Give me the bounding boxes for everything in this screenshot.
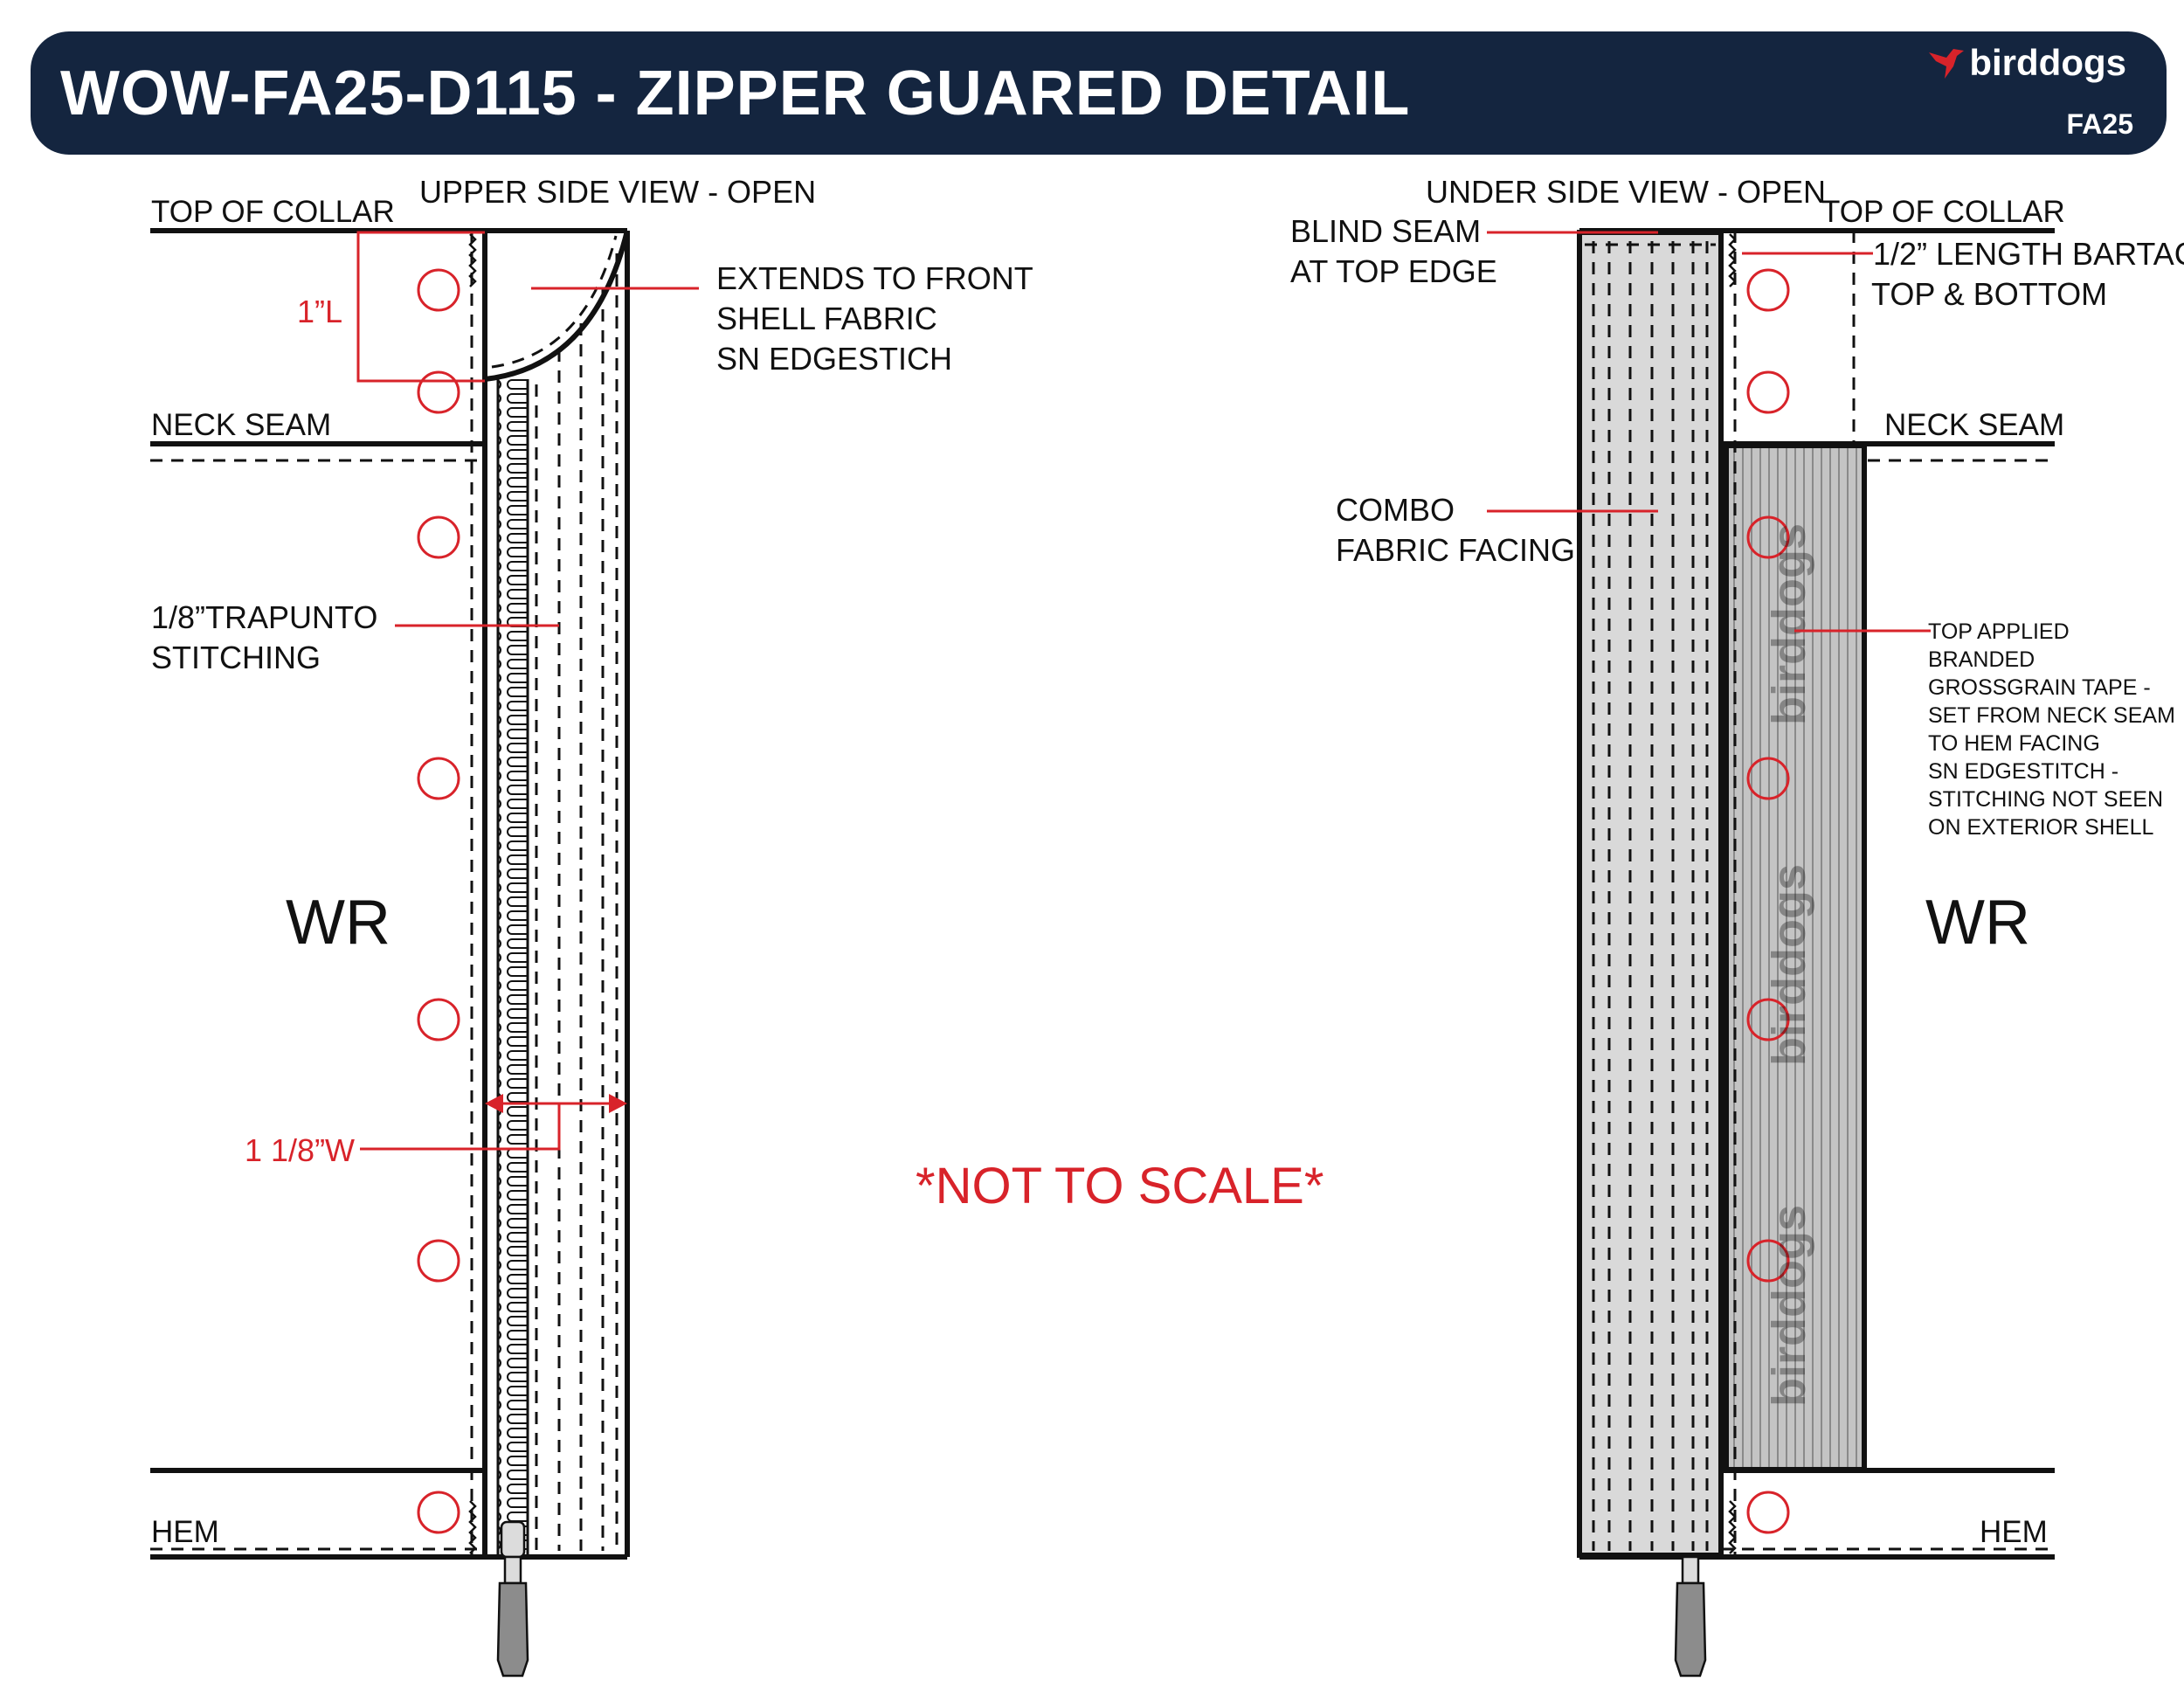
bartack-note-1: 1/2” LENGTH BARTACK <box>1873 236 2184 272</box>
tape-note-3: GROSSGRAIN TAPE - <box>1928 675 2151 700</box>
left-length-dim: 1”L <box>297 294 342 329</box>
extends-note-3: SN EDGESTICH <box>716 341 952 377</box>
brand-logo: birddogs <box>1927 42 2126 84</box>
right-wr-label: WR <box>1925 888 2030 958</box>
left-top-of-collar: TOP OF COLLAR <box>151 195 395 229</box>
brand-name: birddogs <box>1969 42 2126 83</box>
tape-note-1: TOP APPLIED <box>1928 619 2070 644</box>
page-title: WOW-FA25-D115 - ZIPPER GUARED DETAIL <box>60 59 1411 128</box>
right-top-of-collar: TOP OF COLLAR <box>1821 195 2065 229</box>
left-neck-seam: NECK SEAM <box>151 408 331 442</box>
zipper-pull-right <box>1674 1555 1707 1678</box>
extends-note-2: SHELL FABRIC <box>716 301 937 336</box>
upper-side-view <box>150 228 699 1678</box>
tape-note-8: ON EXTERIOR SHELL <box>1928 815 2153 840</box>
bird-icon <box>1929 49 1965 79</box>
combo-note-1: COMBO <box>1336 492 1455 528</box>
extends-note-1: EXTENDS TO FRONT <box>716 260 1033 296</box>
right-neck-seam: NECK SEAM <box>1884 408 2064 442</box>
tape-note-2: BRANDED <box>1928 647 2035 672</box>
right-hem: HEM <box>1980 1515 2048 1549</box>
left-hem: HEM <box>151 1515 219 1549</box>
right-view-title: UNDER SIDE VIEW - OPEN <box>1426 174 1826 210</box>
bartack-note-2: TOP & BOTTOM <box>1871 276 2107 312</box>
blind-seam-note-1: BLIND SEAM <box>1290 213 1481 249</box>
blind-seam-note-2: AT TOP EDGE <box>1290 253 1497 289</box>
season-code: FA25 <box>2066 108 2133 140</box>
under-side-view: birddogs birddogs birddogs <box>1487 228 2055 1678</box>
tape-note-6: SN EDGESTITCH - <box>1928 759 2118 784</box>
not-to-scale-note: *NOT TO SCALE* <box>916 1158 1324 1214</box>
tape-watermark-2: birddogs <box>1763 864 1815 1066</box>
trapunto-note-1: 1/8”TRAPUNTO <box>151 599 377 635</box>
title-banner: WOW-FA25-D115 - ZIPPER GUARED DETAIL bir… <box>31 31 2167 155</box>
left-view-title: UPPER SIDE VIEW - OPEN <box>419 174 816 210</box>
left-width-dim: 1 1/8”W <box>245 1132 355 1168</box>
tape-note-4: SET FROM NECK SEAM <box>1928 703 2175 728</box>
trapunto-note-2: STITCHING <box>151 640 321 675</box>
tape-watermark-1: birddogs <box>1763 523 1815 725</box>
tape-watermark-3: birddogs <box>1763 1205 1815 1407</box>
left-wr-label: WR <box>286 888 390 958</box>
combo-note-2: FABRIC FACING <box>1336 532 1575 568</box>
zipper-pull-left <box>496 1520 529 1678</box>
tape-note-7: STITCHING NOT SEEN <box>1928 787 2163 812</box>
tape-note-5: TO HEM FACING <box>1928 731 2100 756</box>
